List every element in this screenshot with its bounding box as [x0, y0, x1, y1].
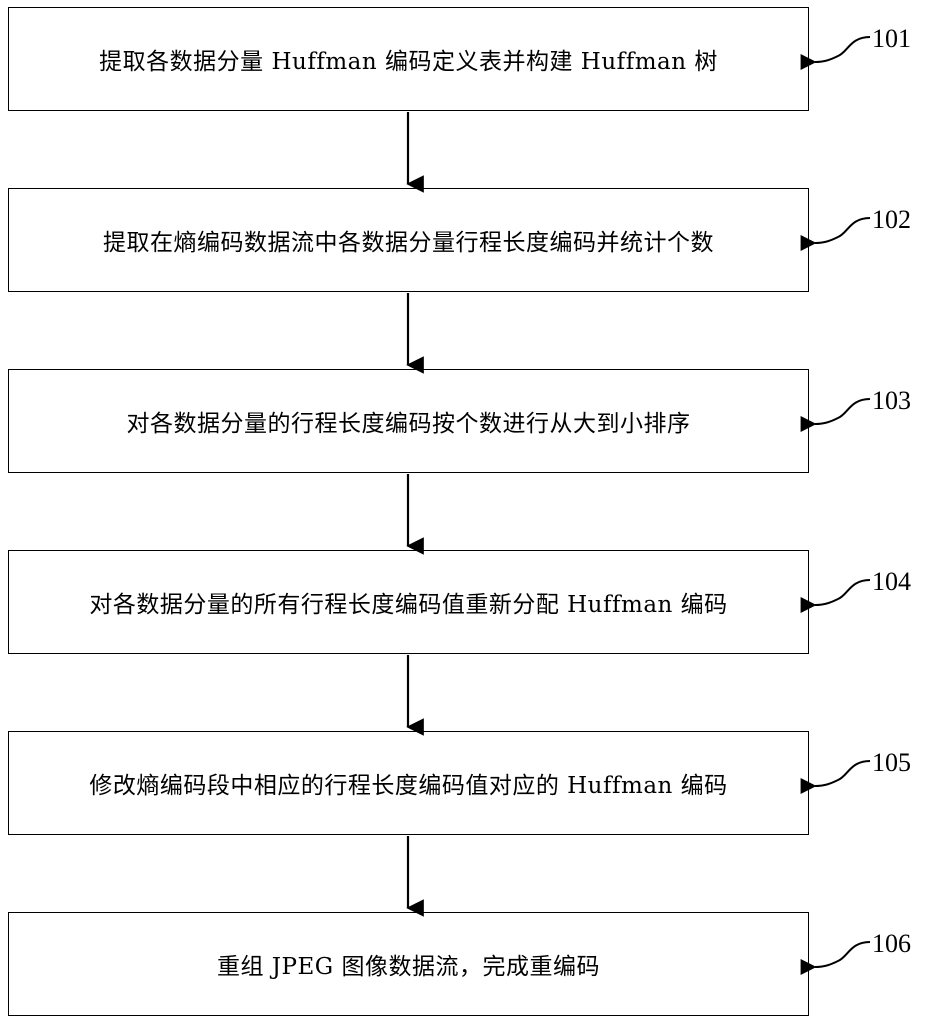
leader-arrow-103	[815, 399, 870, 424]
step-number-104: 104	[872, 567, 911, 597]
leader-arrow-101	[815, 37, 870, 62]
step-box-102: 提取在熵编码数据流中各数据分量行程长度编码并统计个数	[8, 188, 809, 292]
leader-arrow-104	[815, 580, 870, 605]
step-number-101: 101	[872, 24, 911, 54]
step-text-106: 重组 JPEG 图像数据流，完成重编码	[217, 947, 600, 981]
step-number-102: 102	[872, 205, 911, 235]
step-box-105: 修改熵编码段中相应的行程长度编码值对应的 Huffman 编码	[8, 731, 809, 835]
step-number-105: 105	[872, 748, 911, 778]
leader-arrow-102	[815, 218, 870, 243]
step-text-102: 提取在熵编码数据流中各数据分量行程长度编码并统计个数	[103, 223, 714, 257]
step-box-104: 对各数据分量的所有行程长度编码值重新分配 Huffman 编码	[8, 550, 809, 654]
step-text-101: 提取各数据分量 Huffman 编码定义表并构建 Huffman 树	[99, 42, 718, 76]
step-text-103: 对各数据分量的行程长度编码按个数进行从大到小排序	[127, 404, 691, 438]
step-box-101: 提取各数据分量 Huffman 编码定义表并构建 Huffman 树	[8, 7, 809, 111]
step-number-106: 106	[872, 929, 911, 959]
step-number-103: 103	[872, 386, 911, 416]
leader-arrow-105	[815, 761, 870, 786]
step-text-105: 修改熵编码段中相应的行程长度编码值对应的 Huffman 编码	[89, 766, 727, 800]
step-text-104: 对各数据分量的所有行程长度编码值重新分配 Huffman 编码	[89, 585, 727, 619]
step-box-106: 重组 JPEG 图像数据流，完成重编码	[8, 912, 809, 1016]
step-box-103: 对各数据分量的行程长度编码按个数进行从大到小排序	[8, 369, 809, 473]
leader-arrow-106	[815, 942, 870, 967]
